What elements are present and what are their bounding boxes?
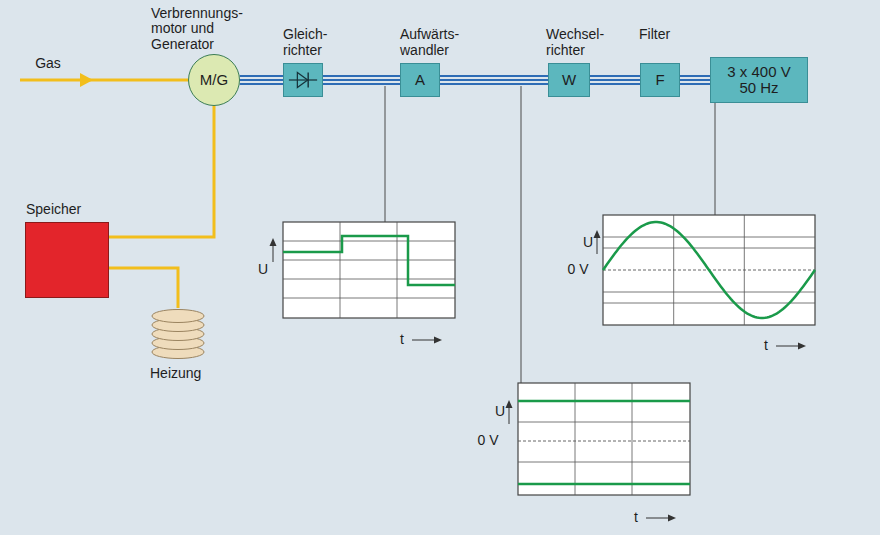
connector-line <box>323 83 400 85</box>
three-phase-bus <box>240 76 283 84</box>
leader-line <box>385 86 386 222</box>
node-heading: Verbrennungs- motor und Generator <box>151 6 263 52</box>
heat-pipe <box>109 106 214 237</box>
axis-label: U <box>258 262 268 277</box>
connector-line <box>323 79 400 81</box>
diode-symbol <box>284 64 322 96</box>
axis-label: U <box>495 404 505 419</box>
inverter-box: Wechsel- richterW <box>548 63 590 97</box>
axis-label: 0 V <box>567 262 588 277</box>
node-label: W <box>562 72 576 89</box>
node-heading: Aufwärts- wandler <box>400 27 474 58</box>
node-label: F <box>655 72 664 89</box>
heat-pipe <box>109 268 178 308</box>
connector-line <box>440 79 548 81</box>
connector-line <box>680 79 710 81</box>
connector-line <box>680 75 710 77</box>
axis-label: 0 V <box>477 433 498 448</box>
connector-line <box>590 75 640 77</box>
storage-box: Speicher <box>25 222 109 298</box>
three-phase-bus <box>590 76 640 84</box>
gas-arrowhead <box>80 73 93 87</box>
axis-label: t <box>634 510 638 525</box>
axis-label: U <box>583 235 593 250</box>
three-phase-bus <box>440 76 548 84</box>
connector-line <box>240 75 283 77</box>
scope-filter <box>594 215 816 350</box>
heater-coil: Heizung <box>150 308 206 360</box>
connector-line <box>590 79 640 81</box>
input-label: Gas <box>35 56 61 71</box>
node-label: 3 x 400 V 50 Hz <box>711 64 807 97</box>
connector-line <box>680 83 710 85</box>
boost-converter-box: Aufwärts- wandlerA <box>400 63 440 97</box>
axis-label: t <box>400 332 404 347</box>
node-heading: Gleich- richter <box>283 27 347 58</box>
node-label: A <box>415 72 425 89</box>
connector-line <box>590 83 640 85</box>
node-heading: Wechsel- richter <box>546 27 614 58</box>
leader-line <box>521 86 522 383</box>
filter-box: FilterF <box>640 63 680 97</box>
connector-line <box>240 79 283 81</box>
three-phase-bus <box>323 76 400 84</box>
grid-output-box: 3 x 400 V 50 Hz <box>710 57 808 103</box>
connector-line <box>440 75 548 77</box>
node-heading: Filter <box>639 27 691 42</box>
scope-boost <box>506 383 691 522</box>
axis-label: t <box>764 338 768 353</box>
rectifier-box: Gleich- richter <box>283 63 323 97</box>
node-heading: Heizung <box>150 366 222 381</box>
node-label: M/G <box>200 72 228 89</box>
connector-line <box>323 75 400 77</box>
gas-line <box>20 79 188 82</box>
leader-line <box>715 86 716 215</box>
connector-line <box>109 268 178 308</box>
node-heading: Speicher <box>26 202 106 217</box>
connector-line <box>440 83 548 85</box>
scope-rectifier <box>270 222 456 344</box>
heating-coil-symbol <box>150 308 206 360</box>
connector-line <box>109 106 214 237</box>
connector-line <box>240 83 283 85</box>
three-phase-bus <box>680 76 710 84</box>
generator-circle: Verbrennungs- motor und GeneratorM/G <box>188 54 240 106</box>
